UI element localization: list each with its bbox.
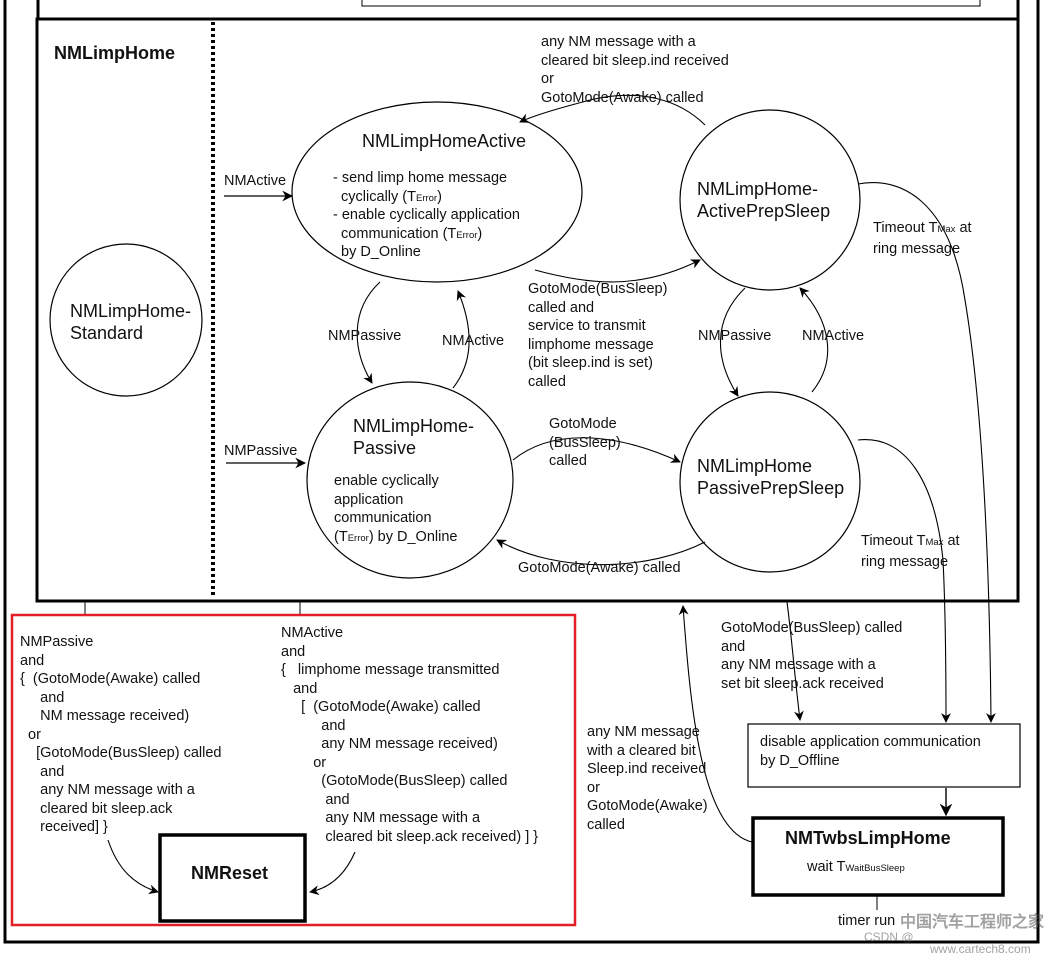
arrow-reset-left bbox=[107, 839, 159, 895]
state-active-body3: by D_Online bbox=[333, 244, 421, 260]
label-timer: timer run bbox=[838, 913, 896, 929]
label-nmpassive-left: NMPassive bbox=[328, 328, 402, 344]
state-active-body: - send limp home message cyclically (TEr… bbox=[333, 170, 508, 205]
label-nmpassive-right: NMPassive bbox=[698, 328, 772, 344]
state-passive-title: NMLimpHome- Passive bbox=[353, 416, 475, 458]
arrow-timeout-1 bbox=[857, 182, 996, 723]
label-timeout-2: Timeout TMax at ring message bbox=[861, 533, 960, 570]
label-top-wake: any NM message with a cleared bit sleep.… bbox=[541, 34, 729, 106]
watermark-csdn: CSDN @ bbox=[864, 930, 914, 944]
outer-frame bbox=[3, 0, 1040, 944]
disable-box bbox=[747, 723, 1021, 788]
arrow-bussleep-ack bbox=[786, 601, 804, 721]
label-bussleep-ack: GotoMode(BusSleep) called and any NM mes… bbox=[721, 620, 903, 692]
nmreset-label: NMReset bbox=[191, 863, 269, 883]
label-reset-right: NMActive and { limphome message transmit… bbox=[281, 625, 539, 845]
label-wake-left: any NM message with a cleared bit Sleep.… bbox=[587, 724, 708, 833]
state-active-title: NMLimpHomeActive bbox=[362, 131, 527, 151]
highlight-box bbox=[10, 613, 577, 927]
arrow-active-to-prep bbox=[534, 259, 701, 283]
limphome-container bbox=[35, 17, 1020, 603]
state-standard-label: NMLimpHome- Standard bbox=[70, 301, 192, 343]
arrow-passiveprep-to-prep bbox=[799, 287, 829, 393]
arrow-passiveprep-to-passive bbox=[496, 539, 706, 566]
arrow-reset-right bbox=[309, 851, 356, 896]
arrow-twbs-wake bbox=[678, 605, 753, 843]
state-passive-prep-label: NMLimpHome PassivePrepSleep bbox=[697, 456, 845, 498]
state-passive-prepsleep bbox=[679, 391, 861, 573]
arrow-timeout-2 bbox=[857, 439, 951, 723]
twbs-box bbox=[751, 816, 1005, 897]
label-bussleep-passive: GotoMode (BusSleep) called bbox=[549, 416, 621, 469]
state-standard bbox=[49, 243, 203, 397]
state-passive bbox=[306, 381, 514, 579]
label-bussleep-active: GotoMode(BusSleep) called and service to… bbox=[528, 281, 668, 390]
twbs-wait: wait TWaitBusSleep bbox=[807, 859, 905, 875]
watermark-cn: 中国汽车工程师之家 bbox=[900, 914, 1045, 931]
state-active-prepsleep bbox=[679, 109, 861, 291]
label-reset-left: NMPassive and { (GotoMode(Awake) called … bbox=[20, 634, 222, 835]
container-title: NMLimpHome bbox=[54, 43, 175, 63]
twbs-title: NMTwbsLimpHome bbox=[785, 828, 951, 848]
label-nmpassive-in: NMPassive bbox=[224, 443, 298, 459]
label-nmactive-right: NMActive bbox=[802, 328, 865, 344]
state-passive-body2: (TError) by D_Online bbox=[334, 529, 458, 545]
arrow-passive-to-passiveprep bbox=[512, 437, 681, 463]
label-nmactive-in: NMActive bbox=[224, 173, 287, 189]
arrow-prep-to-passiveprep bbox=[719, 287, 746, 397]
arrow-wake-top bbox=[519, 94, 706, 126]
disable-label: disable application communication by D_O… bbox=[760, 734, 981, 769]
arrow-passive-to-active bbox=[452, 290, 470, 389]
nmreset-box bbox=[158, 833, 307, 923]
state-active-prep-label: NMLimpHome- ActivePrepSleep bbox=[697, 179, 831, 221]
watermark-site: www.cartech8.com bbox=[930, 942, 1031, 956]
arrow-active-to-passive bbox=[356, 281, 381, 384]
label-nmactive-left: NMActive bbox=[442, 333, 505, 349]
label-timeout-1: Timeout TMax at ring message bbox=[873, 220, 972, 257]
label-awake-passive: GotoMode(Awake) called bbox=[518, 560, 681, 576]
state-active-body2: - enable cyclically application communic… bbox=[333, 207, 520, 242]
state-passive-body: enable cyclically application communicat… bbox=[334, 473, 439, 526]
